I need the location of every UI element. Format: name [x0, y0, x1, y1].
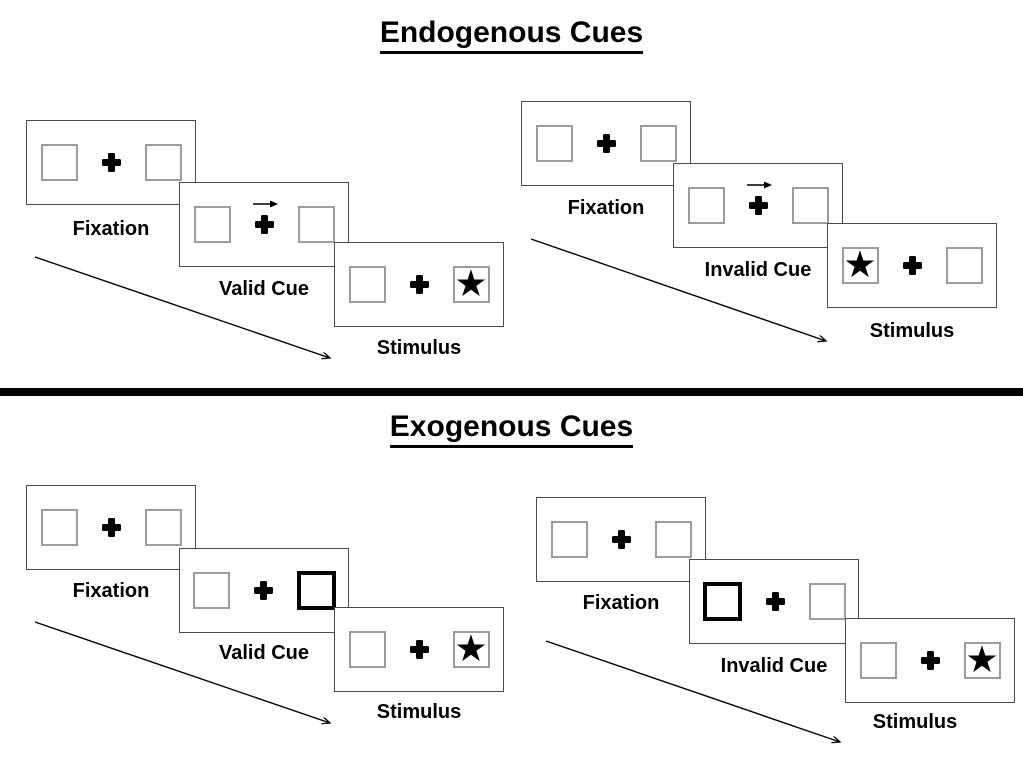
invalid-cue-panel	[673, 163, 843, 248]
fixation-cross	[253, 581, 273, 600]
section-divider	[0, 388, 1023, 396]
stimulus-panel: ★	[845, 618, 1015, 703]
placeholder-box-left	[687, 187, 725, 224]
panel-label: Fixation	[582, 592, 660, 614]
cue-box	[702, 582, 742, 621]
fixation-panel	[521, 101, 691, 186]
fixation-panel	[536, 497, 706, 582]
placeholder-box-right	[144, 144, 182, 181]
fixation-cross	[409, 275, 429, 294]
placeholder-box-right	[945, 247, 983, 284]
panel-label: Stimulus	[376, 701, 462, 723]
fixation-panel	[26, 485, 196, 570]
star-stimulus: ★	[454, 261, 488, 305]
endogenous-title-text: Endogenous Cues	[379, 16, 644, 54]
star-box: ★	[452, 261, 490, 305]
fixation-cross	[254, 215, 274, 234]
fixation-cross	[611, 530, 631, 549]
cue-arrow-icon	[252, 200, 278, 208]
fixation-cross	[596, 134, 616, 153]
placeholder-box-left	[348, 266, 386, 303]
fixation-cross	[765, 592, 785, 611]
placeholder-box-left	[859, 642, 897, 679]
stimulus-panel: ★	[334, 242, 504, 327]
panel-label: Stimulus	[872, 711, 958, 733]
placeholder-box-left	[193, 206, 231, 243]
timeline-arrow	[530, 238, 826, 341]
placeholder-box-right	[791, 187, 829, 224]
placeholder-box-right	[639, 125, 677, 162]
fixation-cross	[748, 196, 768, 215]
placeholder-box-left	[192, 572, 230, 609]
stimulus-panel: ★	[334, 607, 504, 692]
panel-label: Valid Cue	[218, 278, 310, 300]
placeholder-box-left	[535, 125, 573, 162]
panel-label: Fixation	[72, 218, 150, 240]
star-stimulus: ★	[965, 637, 999, 681]
panel-label: Fixation	[72, 580, 150, 602]
panel-label: Valid Cue	[218, 642, 310, 664]
star-stimulus: ★	[843, 242, 877, 286]
panel-label: Stimulus	[376, 337, 462, 359]
placeholder-box-right	[808, 583, 846, 620]
valid-cue-panel	[179, 182, 349, 267]
cue-box	[296, 571, 336, 610]
placeholder-box-left	[40, 509, 78, 546]
fixation-cross	[902, 256, 922, 275]
fixation-cross	[101, 153, 121, 172]
placeholder-box-left	[348, 631, 386, 668]
panel-label: Stimulus	[869, 320, 955, 342]
placeholder-box-left	[550, 521, 588, 558]
valid-cue-panel	[179, 548, 349, 633]
star-stimulus: ★	[454, 626, 488, 670]
fixation-cross	[409, 640, 429, 659]
stimulus-panel: ★	[827, 223, 997, 308]
panel-label: Invalid Cue	[720, 655, 828, 677]
placeholder-box-right	[654, 521, 692, 558]
star-box: ★	[963, 637, 1001, 681]
cue-arrow-icon	[746, 181, 772, 189]
invalid-cue-panel	[689, 559, 859, 644]
placeholder-box-left	[40, 144, 78, 181]
fixation-cross	[101, 518, 121, 537]
timeline-arrow	[34, 256, 330, 358]
fixation-panel	[26, 120, 196, 205]
star-box: ★	[841, 242, 879, 286]
endogenous-section-title: Endogenous Cues	[0, 16, 1023, 54]
fixation-cross	[920, 651, 940, 670]
exogenous-section-title: Exogenous Cues	[0, 410, 1023, 448]
exogenous-title-text: Exogenous Cues	[389, 410, 634, 448]
star-box: ★	[452, 626, 490, 670]
timeline-arrow	[34, 621, 330, 723]
placeholder-box-right	[297, 206, 335, 243]
placeholder-box-right	[144, 509, 182, 546]
panel-label: Fixation	[567, 197, 645, 219]
panel-label: Invalid Cue	[704, 259, 812, 281]
